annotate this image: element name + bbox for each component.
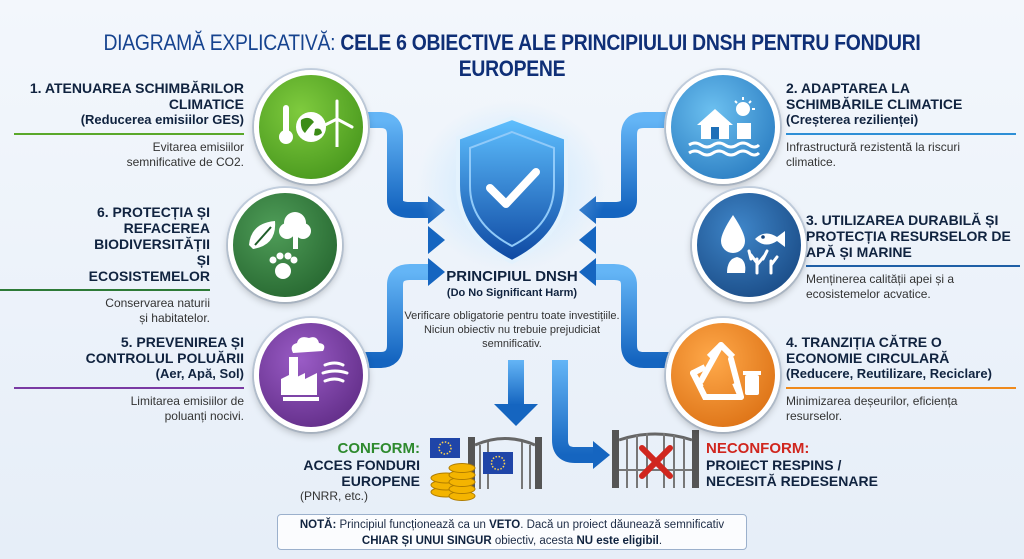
- arrowhead-conform: [494, 404, 538, 426]
- objective-4: 4. TRANZIȚIA CĂTRE O ECONOMIE CIRCULARĂ …: [786, 334, 1016, 424]
- objective-5-divider: [14, 387, 244, 389]
- objective-3-desc: Menținerea calității apei și a ecosistem…: [806, 272, 955, 301]
- objective-3-title: 3. UTILIZAREA DURABILĂ ȘI PROTECȚIA RESU…: [806, 212, 1011, 260]
- arrowhead-obj5: [428, 258, 445, 286]
- recycle-icon: [690, 342, 761, 400]
- arrow-obj5: [355, 264, 428, 368]
- conform-text: ACCES FONDURI EUROPENE: [303, 457, 420, 489]
- arrow-obj4: [596, 264, 669, 368]
- arrow-obj2: [596, 112, 669, 218]
- note-text-2: . Dacă un proiect dăunează semnificativ: [520, 519, 725, 531]
- note-text-1: Principiul funcționează ca un: [336, 519, 490, 531]
- objective-3-icon-circle: [692, 188, 806, 302]
- arrowhead-neconform: [593, 441, 610, 469]
- dnsh-subheading: (Do No Significant Harm): [446, 287, 578, 299]
- open-gate-icon: [468, 437, 542, 489]
- objective-3: 3. UTILIZAREA DURABILĂ ȘI PROTECȚIA RESU…: [806, 212, 1020, 302]
- title-lead: DIAGRAMĂ EXPLICATIVĂ:: [103, 30, 336, 55]
- objective-5-title: 5. PREVENIREA ȘI CONTROLUL POLUĂRII: [85, 334, 244, 366]
- objective-2: 2. ADAPTAREA LA SCHIMBĂRILE CLIMATICE (C…: [786, 80, 1016, 170]
- climate-mitigation-icon: [279, 99, 354, 147]
- objective-2-desc: Infrastructură rezistentă la riscuri cli…: [786, 140, 961, 169]
- objective-1-divider: [14, 133, 244, 135]
- objective-4-sub: (Reducere, Reutilizare, Reciclare): [786, 366, 992, 381]
- check-icon: [486, 168, 540, 208]
- water-marine-icon: [721, 215, 785, 275]
- objective-6: 6. PROTECȚIA ȘI REFACEREA BIODIVERSITĂȚI…: [0, 204, 210, 326]
- conform-label: CONFORM:: [337, 440, 421, 457]
- objective-5-icon-circle: [254, 318, 368, 432]
- closed-gate-icon: [612, 430, 699, 488]
- note-ineligible: NU este eligibil: [576, 535, 659, 547]
- objective-1-title: 1. ATENUAREA SCHIMBĂRILOR CLIMATICE: [29, 80, 244, 112]
- note-veto: VETO: [489, 519, 521, 531]
- flood-house-icon: [688, 97, 761, 157]
- objective-4-divider: [786, 387, 1016, 389]
- title-rest: CELE 6 OBIECTIVE ALE PRINCIPIULUI DNSH P…: [340, 30, 921, 81]
- objective-2-divider: [786, 133, 1016, 135]
- objective-1-sub: (Reducerea emisiilor GES): [80, 112, 244, 127]
- factory-pollution-icon: [281, 337, 349, 401]
- objective-6-divider: [0, 289, 210, 291]
- neconform-label: NECONFORM:: [706, 440, 810, 457]
- arrowhead-obj3: [579, 226, 596, 254]
- outcome-neconform: NECONFORM: PROIECT RESPINS / NECESITĂ RE…: [706, 440, 906, 489]
- objective-5-sub: (Aer, Apă, Sol): [155, 366, 244, 381]
- coins-icon: [430, 463, 476, 501]
- arrowhead-obj6: [428, 226, 445, 254]
- note-emphasis: CHIAR ȘI UNUI SINGUR: [361, 535, 492, 547]
- note-end: .: [658, 535, 663, 547]
- neconform-text-1: PROIECT RESPINS /: [706, 457, 842, 473]
- objective-5-desc: Limitarea emisiilor de poluanți nocivi.: [130, 394, 244, 423]
- arrow-obj1: [355, 112, 428, 218]
- arrowhead-obj4: [579, 258, 596, 286]
- reject-x-icon: [639, 445, 673, 479]
- objective-6-desc: Conservarea naturii și habitatelor.: [105, 296, 210, 325]
- objective-1-icon-circle: [254, 70, 368, 184]
- objective-6-icon-circle: [228, 188, 342, 302]
- neconform-text-2: NECESITĂ REDESENARE: [706, 473, 878, 489]
- arrow-neconform: [552, 360, 593, 463]
- eu-flag-icon: [430, 438, 513, 474]
- conform-sub: (PNRR, etc.): [300, 489, 369, 503]
- objective-2-title: 2. ADAPTAREA LA SCHIMBĂRILE CLIMATICE: [786, 80, 963, 112]
- page-title: DIAGRAMĂ EXPLICATIVĂ: CELE 6 OBIECTIVE A…: [61, 30, 962, 82]
- outcome-conform: CONFORM: ACCES FONDURI EUROPENE (PNRR, e…: [238, 440, 420, 503]
- objective-4-desc: Minimizarea deșeurilor, eficiența resurs…: [786, 394, 958, 423]
- objective-1: 1. ATENUAREA SCHIMBĂRILOR CLIMATICE (Red…: [14, 80, 244, 170]
- objective-6-title: 6. PROTECȚIA ȘI REFACEREA BIODIVERSITĂȚI…: [88, 204, 210, 284]
- dnsh-center: PRINCIPIUL DNSH (Do No Significant Harm)…: [400, 268, 624, 351]
- objective-2-sub: (Creșterea rezilienței): [786, 112, 919, 127]
- veto-note: NOTĂ: Principiul funcționează ca un VETO…: [277, 514, 747, 550]
- objective-4-icon-circle: [666, 318, 780, 432]
- objective-1-desc: Evitarea emisiilor semnificative de CO2.: [126, 140, 244, 169]
- objective-3-divider: [806, 265, 1020, 267]
- dnsh-description: Verificare obligatorie pentru toate inve…: [404, 310, 620, 350]
- note-label: NOTĂ:: [299, 519, 337, 531]
- objective-5: 5. PREVENIREA ȘI CONTROLUL POLUĂRII (Aer…: [14, 334, 244, 424]
- note-text-3: obiectiv, acesta: [491, 535, 577, 547]
- dnsh-heading: PRINCIPIUL DNSH: [446, 268, 578, 285]
- objective-4-title: 4. TRANZIȚIA CĂTRE O ECONOMIE CIRCULARĂ: [786, 334, 950, 366]
- objective-2-icon-circle: [666, 70, 780, 184]
- biodiversity-icon: [249, 212, 311, 279]
